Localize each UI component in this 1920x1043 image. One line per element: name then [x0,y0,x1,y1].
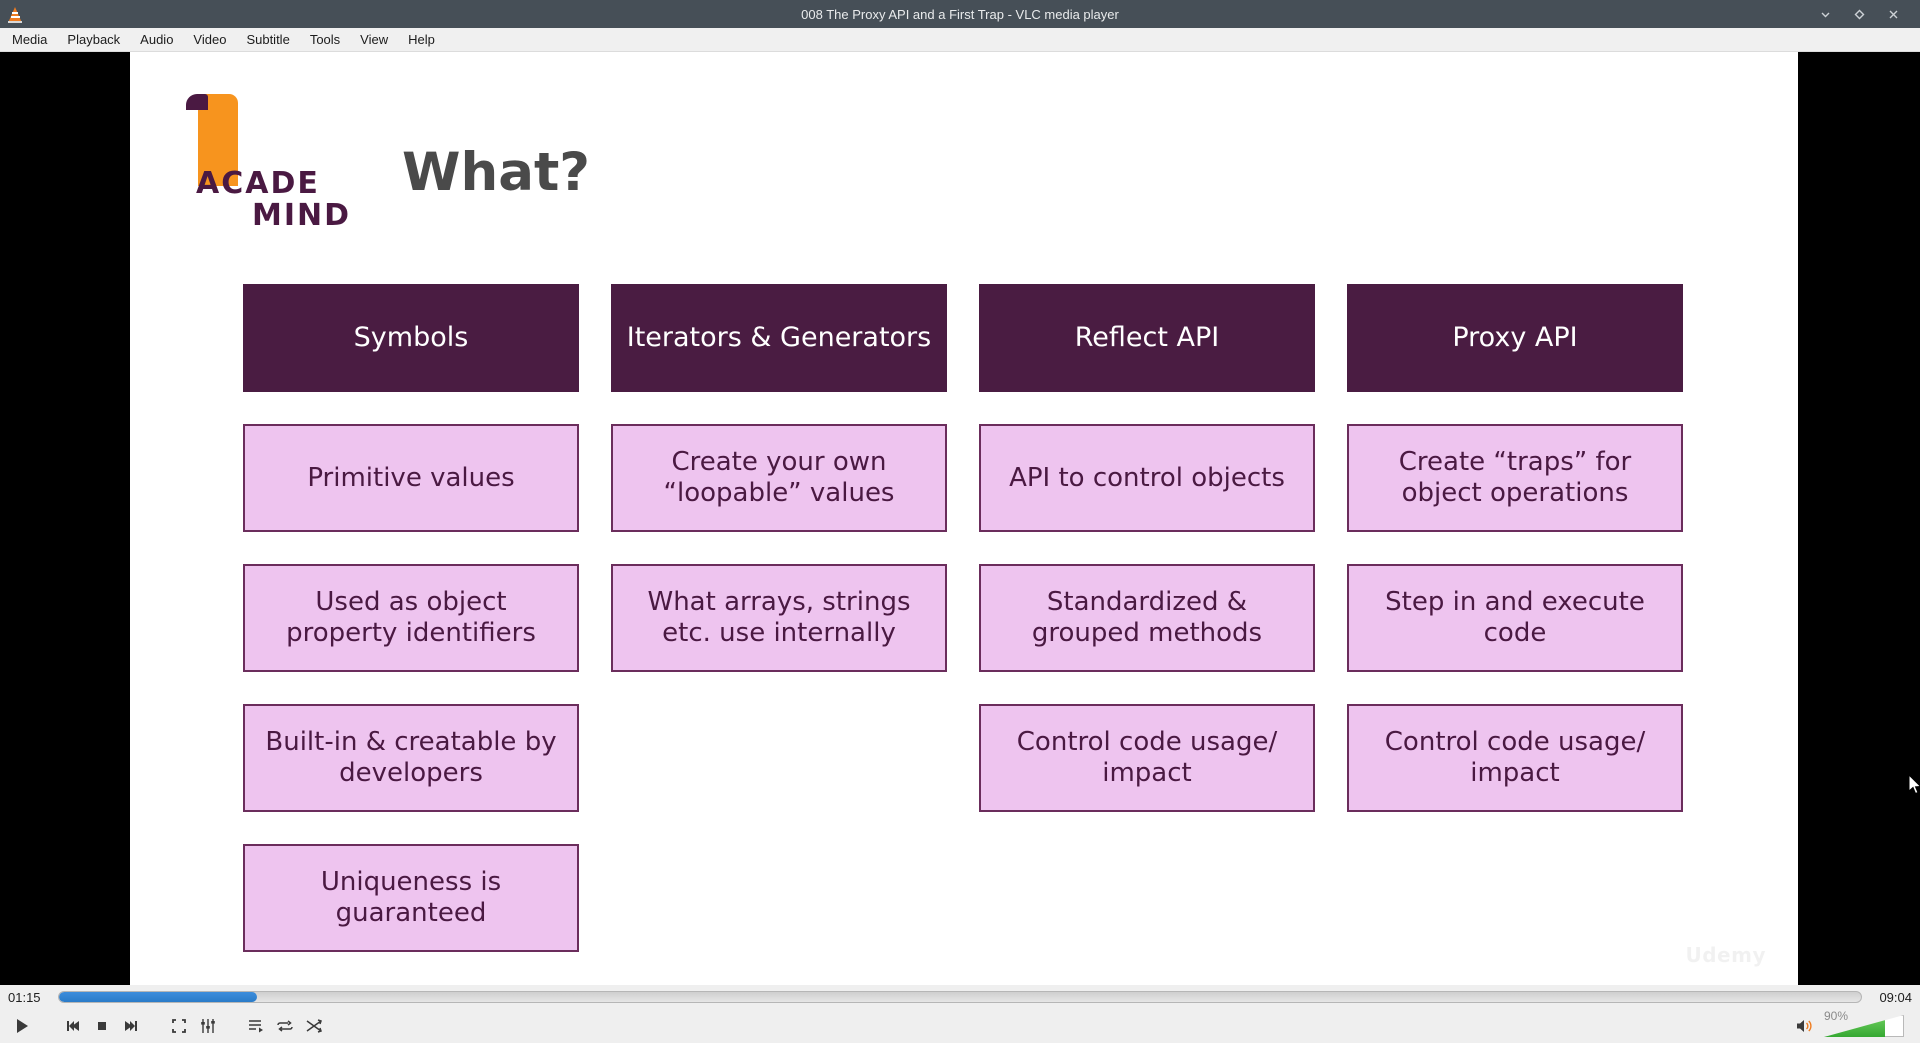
udemy-watermark: Udemy [1685,943,1766,967]
column-iterators-generators: Iterators & Generators Create your own “… [611,284,947,952]
menu-item-audio[interactable]: Audio [140,31,174,47]
slide-title: What? [402,142,591,203]
feature-box: Built-in & creatable by developers [243,704,579,812]
feature-box: Step in and execute code [1347,564,1683,672]
column-reflect-api: Reflect API API to control objects Stand… [979,284,1315,952]
empty-slot [1347,844,1683,952]
menu-item-video[interactable]: Video [193,31,227,47]
logo-text-line1: ACADE [196,166,320,201]
playlist-button[interactable] [243,1013,269,1039]
menu-item-playback[interactable]: Playback [67,31,121,47]
button-row: 90% [0,1009,1920,1043]
empty-slot [611,704,947,812]
play-button[interactable] [6,1011,38,1041]
volume-fill [1824,1015,1885,1037]
menu-bar: Media Playback Audio Video Subtitle Tool… [0,28,1920,52]
menu-item-tools[interactable]: Tools [309,31,341,47]
column-header: Reflect API [979,284,1315,392]
player-controls: 01:15 09:04 [0,985,1920,1043]
presentation-slide: ACADE MIND What? Symbols Primitive value… [130,52,1798,985]
window-controls [1808,0,1920,28]
comparison-grid: Symbols Primitive values Used as object … [243,284,1683,952]
feature-box: Create your own “loopable” values [611,424,947,532]
extended-settings-button[interactable] [195,1013,221,1039]
fullscreen-button[interactable] [166,1013,192,1039]
column-proxy-api: Proxy API Create “traps” for object oper… [1347,284,1683,952]
feature-box: Control code usage/ impact [979,704,1315,812]
feature-box: API to control objects [979,424,1315,532]
menu-item-view[interactable]: View [360,31,389,47]
seek-progress-fill [59,992,258,1002]
logo-text-line2: MIND [252,198,352,233]
vlc-cone-icon [0,0,30,28]
seek-row: 01:15 09:04 [0,985,1920,1009]
feature-box: What arrays, strings etc. use internally [611,564,947,672]
feature-box: Control code usage/ impact [1347,704,1683,812]
close-button[interactable] [1876,0,1910,28]
video-surface[interactable]: ACADE MIND What? Symbols Primitive value… [0,52,1920,985]
feature-box: Standardized & grouped methods [979,564,1315,672]
feature-box: Used as object property identifiers [243,564,579,672]
previous-button[interactable] [60,1013,86,1039]
feature-box: Primitive values [243,424,579,532]
volume-control: 90% [1792,1009,1914,1039]
column-header: Proxy API [1347,284,1683,392]
window-title: 008 The Proxy API and a First Trap - VLC… [801,6,1119,22]
volume-label: 90% [1823,1009,1848,1023]
minimize-button[interactable] [1808,0,1842,28]
menu-item-media[interactable]: Media [12,31,48,47]
academind-logo: ACADE MIND [180,82,360,233]
logo-notch-icon [186,94,208,110]
shuffle-button[interactable] [301,1013,327,1039]
empty-slot [611,844,947,952]
feature-box: Create “traps” for object operations [1347,424,1683,532]
maximize-button[interactable] [1842,0,1876,28]
title-bar: 008 The Proxy API and a First Trap - VLC… [0,0,1920,28]
menu-item-subtitle[interactable]: Subtitle [246,31,290,47]
next-button[interactable] [118,1013,144,1039]
column-symbols: Symbols Primitive values Used as object … [243,284,579,952]
mute-button[interactable] [1792,1013,1818,1039]
volume-slider[interactable] [1824,1015,1904,1037]
loop-button[interactable] [272,1013,298,1039]
feature-box: Uniqueness is guaranteed [243,844,579,952]
elapsed-time: 01:15 [8,989,41,1005]
mouse-cursor [1908,774,1920,795]
total-time: 09:04 [1879,989,1912,1005]
seek-slider[interactable] [58,991,1862,1003]
stop-button[interactable] [89,1013,115,1039]
menu-item-help[interactable]: Help [408,31,435,47]
empty-slot [979,844,1315,952]
column-header: Iterators & Generators [611,284,947,392]
column-header: Symbols [243,284,579,392]
